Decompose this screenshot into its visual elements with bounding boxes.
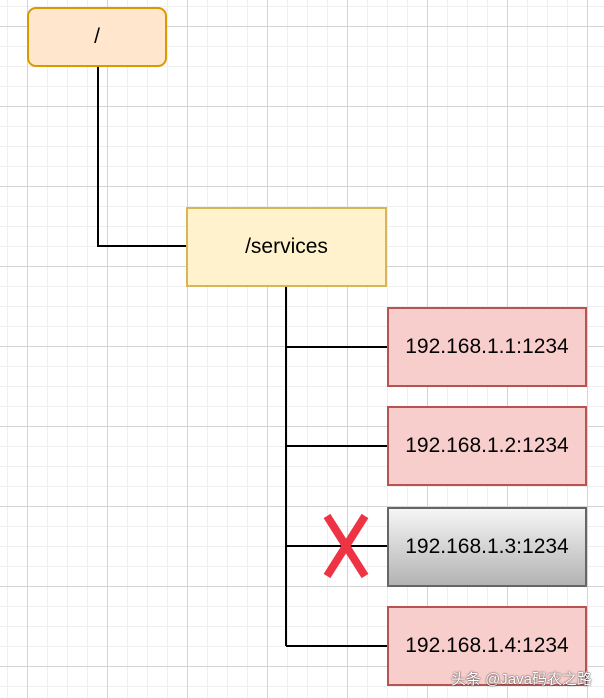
instance-node-2[interactable]: 192.168.1.2:1234 [387, 406, 587, 486]
services-node[interactable]: /services [186, 207, 387, 287]
instance-node-4[interactable]: 192.168.1.4:1234 [387, 606, 587, 686]
services-node-label: /services [245, 235, 328, 258]
instance-node-label: 192.168.1.2:1234 [405, 434, 569, 457]
root-node[interactable]: / [27, 7, 167, 67]
instance-node-3-down[interactable]: 192.168.1.3:1234 [387, 507, 587, 587]
x-icon [323, 513, 369, 579]
root-node-label: / [94, 25, 100, 48]
instance-node-label: 192.168.1.1:1234 [405, 335, 569, 358]
edge-root-services [97, 67, 186, 247]
watermark-text: 头条 @Java码农之路 [450, 671, 592, 688]
instance-node-label: 192.168.1.4:1234 [405, 634, 569, 657]
instance-node-1[interactable]: 192.168.1.1:1234 [387, 307, 587, 387]
instance-node-label: 192.168.1.3:1234 [405, 535, 569, 558]
